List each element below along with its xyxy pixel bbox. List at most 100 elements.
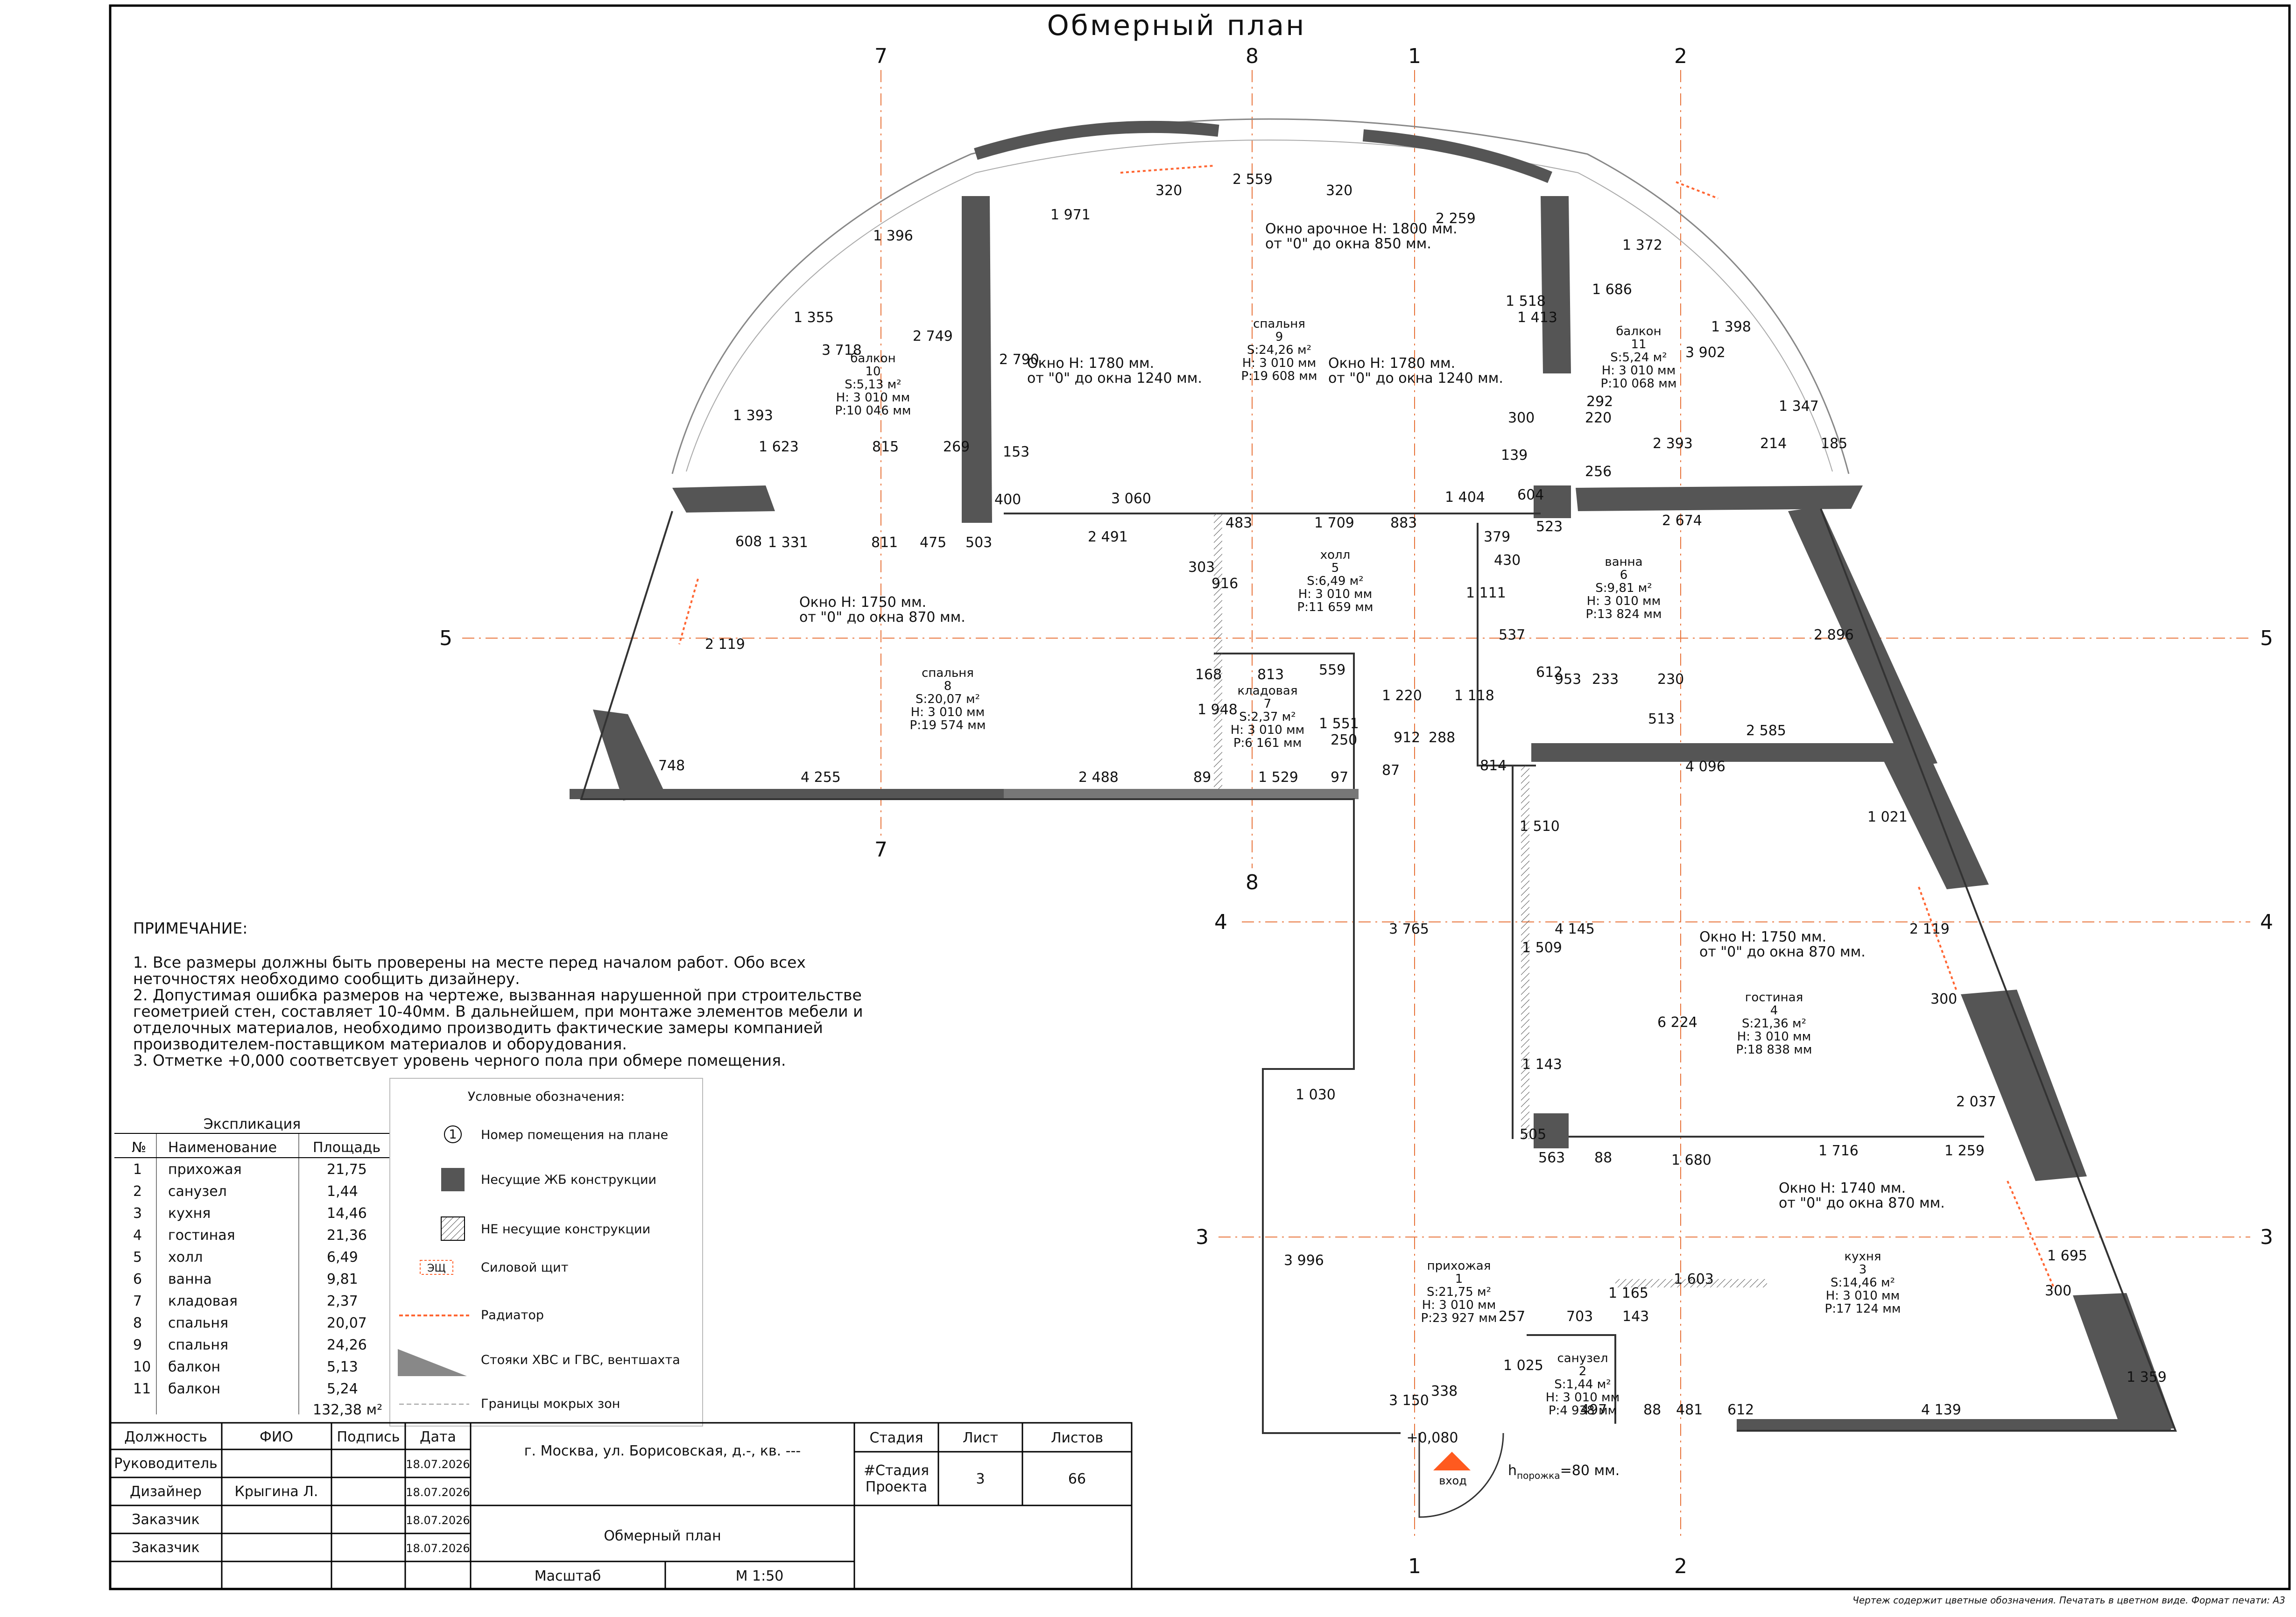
svg-text:спальня: спальня — [168, 1315, 228, 1331]
dimension-label: 2 749 — [913, 328, 953, 344]
dimension-label: 1 695 — [2047, 1248, 2087, 1264]
axis-label-bottom-7: 7 — [874, 838, 887, 862]
dimension-label: 505 — [1520, 1126, 1546, 1143]
dimension-label: 537 — [1499, 627, 1525, 643]
tb-address: г. Москва, ул. Борисовская, д.-, кв. --- — [524, 1443, 801, 1459]
svg-text:от "0" до окна 1240 мм.: от "0" до окна 1240 мм. — [1027, 370, 1202, 387]
dimension-label: 143 — [1622, 1308, 1649, 1325]
entrance-level: +0,080 — [1406, 1430, 1458, 1446]
legend-item-power-panel: ЭЩ Силовой щит — [420, 1260, 568, 1275]
notes-block: ПРИМЕЧАНИЕ: 1. Все размеры должны быть п… — [133, 919, 863, 1069]
svg-text:от "0" до окна 870 мм.: от "0" до окна 870 мм. — [1779, 1195, 1945, 1211]
axis-labels: 7 8 1 2 7 8 1 2 5 4 3 5 4 3 — [439, 44, 2273, 1578]
svg-text:9,81: 9,81 — [327, 1271, 358, 1287]
dimension-label: 703 — [1566, 1308, 1593, 1325]
tb-sheet-name: Обмерный план — [604, 1528, 721, 1544]
svg-text:гостиная: гостиная — [1745, 991, 1803, 1005]
svg-text:21,36: 21,36 — [327, 1227, 367, 1244]
svg-text:P:23 927 мм: P:23 927 мм — [1421, 1311, 1497, 1325]
dimension-label: 1 709 — [1314, 515, 1354, 531]
svg-text:S:21,36 м²: S:21,36 м² — [1742, 1017, 1806, 1031]
dimension-label: 1 551 — [1319, 716, 1359, 732]
window-note-bedroom-8: Окно H: 1750 мм. — [799, 594, 926, 611]
bearing-wall-upper-right — [1576, 485, 1863, 511]
dimension-label: 3 150 — [1389, 1392, 1429, 1409]
svg-text:балкон: балкон — [1616, 324, 1661, 338]
dimension-label: 233 — [1592, 671, 1619, 688]
dimension-label: 4 255 — [801, 769, 841, 786]
svg-text:S:21,75 м²: S:21,75 м² — [1427, 1285, 1491, 1299]
bearing-wall-south-bedroom — [570, 789, 1004, 799]
entrance-door — [1418, 1433, 1504, 1518]
svg-text:6,49: 6,49 — [327, 1249, 358, 1265]
svg-text:1: 1 — [1455, 1272, 1463, 1286]
dimension-label: 430 — [1494, 552, 1521, 569]
dimension-label: 3 902 — [1685, 344, 1726, 361]
svg-text:14,46: 14,46 — [327, 1205, 367, 1222]
svg-text:7: 7 — [1264, 697, 1272, 711]
note-line: геометрией стен, составляет 10-40мм. В д… — [133, 1002, 863, 1020]
window-notes: Окно арочное H: 1800 мм. от "0" до окна … — [799, 221, 1945, 1211]
svg-text:6: 6 — [1620, 568, 1628, 582]
tb-header-date: Дата — [420, 1429, 456, 1445]
dimension-label: 815 — [872, 439, 899, 455]
svg-text:3: 3 — [133, 1205, 142, 1222]
dimension-label: 292 — [1586, 394, 1613, 410]
room-label-hall-5: холл 5 S:6,49 м² H: 3 010 мм P:11 659 мм — [1297, 548, 1373, 614]
dimension-label: 1 165 — [1608, 1285, 1648, 1301]
room-label-bedroom-8: спальня 8 S:20,07 м² H: 3 010 мм P:19 57… — [910, 666, 986, 732]
dimension-label: 88 — [1594, 1150, 1612, 1166]
dimension-label: 230 — [1657, 671, 1684, 688]
window-note-bedroom-9-right: Окно H: 1780 мм. — [1328, 355, 1455, 372]
notes-heading: ПРИМЕЧАНИЕ: — [133, 919, 247, 937]
svg-text:P:11 659 мм: P:11 659 мм — [1297, 600, 1373, 614]
explication-header: Площадь — [313, 1139, 380, 1156]
room-label-balcony-10: балкон 10 S:5,13 м² H: 3 010 мм P:10 046… — [835, 352, 911, 418]
dimension-label: 2 674 — [1662, 513, 1702, 529]
axis-label-top-8: 8 — [1246, 44, 1259, 68]
tb-stage-line1: #Стадия — [864, 1462, 929, 1479]
dimension-label: 1 510 — [1520, 818, 1560, 835]
svg-text:18.07.2026: 18.07.2026 — [406, 1542, 470, 1555]
svg-text:P:19 574 мм: P:19 574 мм — [910, 718, 986, 732]
wall-outline-east — [1737, 508, 2177, 1432]
dimension-label: 1 716 — [1818, 1143, 1859, 1159]
dimension-label: 300 — [1930, 991, 1957, 1007]
legend-item-risers: Стояки ХВС и ГВС, вентшахта — [398, 1349, 680, 1376]
radiator-bedroom-9 — [1120, 165, 1214, 174]
svg-text:S:9,81 м²: S:9,81 м² — [1595, 581, 1652, 595]
svg-text:18.07.2026: 18.07.2026 — [406, 1514, 470, 1527]
svg-text:10: 10 — [865, 365, 880, 379]
svg-text:Стояки ХВС и ГВС, вентшахта: Стояки ХВС и ГВС, вентшахта — [481, 1353, 680, 1367]
svg-text:P:19 608 мм: P:19 608 мм — [1241, 369, 1317, 383]
dimension-label: 1 359 — [2127, 1369, 2167, 1385]
dimension-labels: 2 559 1 971 320 320 2 259 1 396 1 355 3 … — [658, 171, 2167, 1418]
tb-sheet-header: Лист — [963, 1430, 998, 1446]
partition-hatched-1 — [1214, 513, 1222, 789]
svg-text:S:5,24 м²: S:5,24 м² — [1610, 351, 1667, 365]
svg-text:Крыгина Л.: Крыгина Л. — [235, 1483, 318, 1500]
dimension-label: 1 025 — [1503, 1357, 1543, 1374]
dimension-label: 1 529 — [1258, 769, 1298, 786]
room-labels: балкон 10 S:5,13 м² H: 3 010 мм P:10 046… — [835, 317, 1901, 1418]
dimension-label: 2 488 — [1078, 769, 1119, 786]
svg-text:от "0" до окна 870 мм.: от "0" до окна 870 мм. — [1699, 944, 1866, 960]
dimension-label: 1 220 — [1382, 688, 1422, 704]
dimension-label: 916 — [1211, 576, 1238, 592]
dimension-label: 2 259 — [1436, 211, 1476, 227]
svg-text:11: 11 — [133, 1381, 151, 1397]
axis-label-bottom-2: 2 — [1674, 1554, 1687, 1578]
svg-text:Руководитель: Руководитель — [114, 1455, 217, 1472]
svg-text:H: 3 010 мм: H: 3 010 мм — [1546, 1391, 1620, 1405]
window-note-bedroom-9-left: Окно H: 1780 мм. — [1027, 355, 1154, 372]
svg-text:7: 7 — [133, 1293, 142, 1309]
svg-text:P:18 838 мм: P:18 838 мм — [1736, 1043, 1812, 1057]
dimension-label: 497 — [1580, 1402, 1607, 1418]
entrance-marker: +0,080 вход hпорожка=80 мм. — [1406, 1430, 1620, 1487]
